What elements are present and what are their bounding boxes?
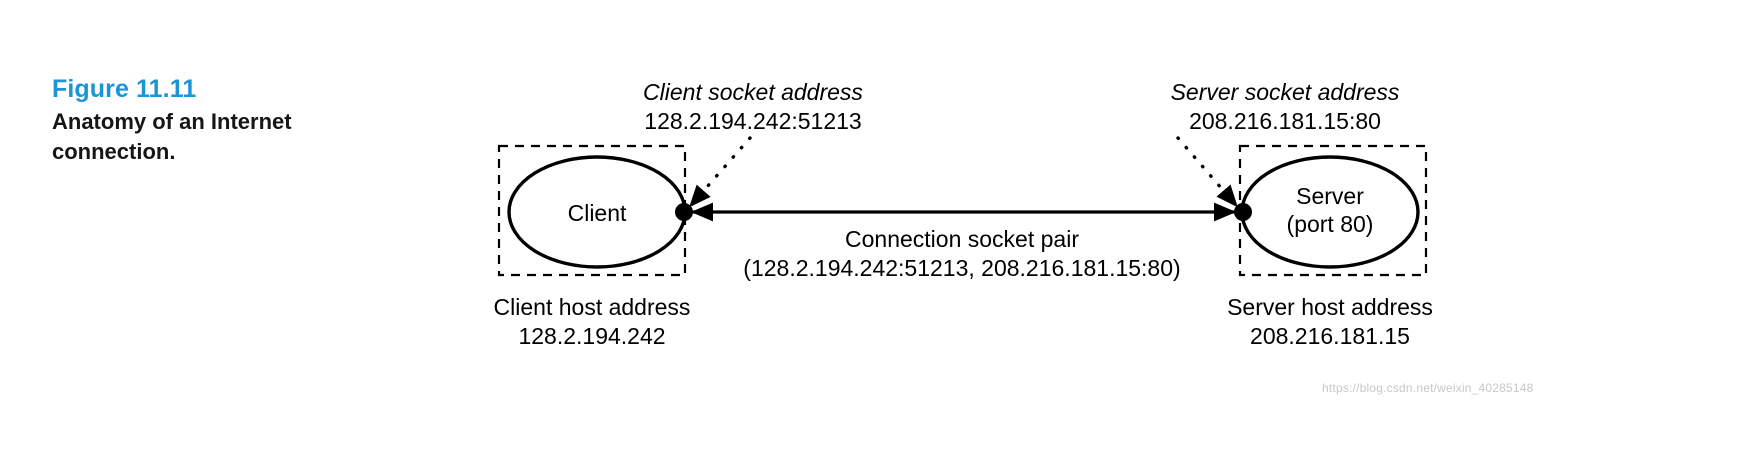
client-socket-address-title: Client socket address: [643, 79, 863, 105]
figure-number: Figure 11.11: [52, 75, 197, 103]
server-host-address-value: 208.216.181.15: [1250, 323, 1410, 349]
figure-caption-text: Anatomy of an Internet connection.: [52, 108, 292, 164]
figure-caption-block: Figure 11.11 Anatomy of an Internet conn…: [52, 74, 412, 167]
connection-socket-pair-title: Connection socket pair: [845, 226, 1079, 252]
server-host-address-title: Server host address: [1227, 294, 1433, 320]
client-socket-endpoint-dot: [675, 203, 693, 221]
server-socket-address-value: 208.216.181.15:80: [1189, 108, 1381, 134]
server-socket-pointer-arrow: [1176, 136, 1238, 208]
client-host-boundary: [497, 144, 687, 277]
client-node-label: Client: [568, 200, 627, 226]
server-node-label-line1: Server: [1296, 183, 1364, 209]
server-socket-address-title: Server socket address: [1171, 79, 1400, 105]
client-socket-address-value: 128.2.194.242:51213: [644, 108, 861, 134]
connection-socket-pair-value: (128.2.194.242:51213, 208.216.181.15:80): [743, 255, 1180, 281]
server-socket-endpoint-dot: [1234, 203, 1252, 221]
watermark-text: https://blog.csdn.net/weixin_40285148: [1322, 381, 1534, 395]
server-node-label-line2: (port 80): [1287, 211, 1374, 237]
client-host-address-title: Client host address: [494, 294, 691, 320]
client-host-address-value: 128.2.194.242: [518, 323, 665, 349]
client-socket-pointer-arrow: [689, 136, 752, 208]
